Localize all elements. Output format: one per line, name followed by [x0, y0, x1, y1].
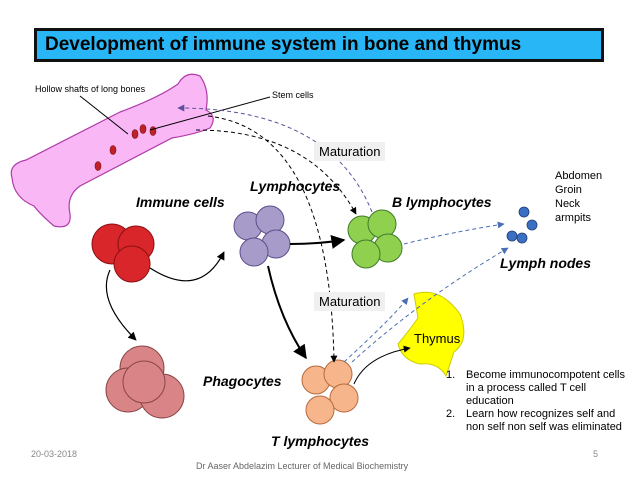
lymph-sites-list: Abdomen Groin Neck armpits	[555, 169, 602, 225]
label-phagocytes: Phagocytes	[203, 373, 282, 389]
thymus-steps-list: 1. Become immunocompotent cells in a pro…	[444, 369, 634, 434]
stem-cell	[139, 124, 147, 134]
t-lymphocytes-cluster	[301, 359, 359, 425]
stem-cell	[94, 161, 102, 171]
label-thymus: Thymus	[414, 331, 461, 346]
lymph-site: armpits	[555, 212, 592, 224]
label-immune-cells: Immune cells	[136, 194, 225, 210]
phagocytes-cluster	[105, 345, 185, 419]
lymph-site: Abdomen	[555, 170, 603, 182]
b-lymphocytes-cluster	[347, 209, 403, 269]
arrow-b-to-lymph-nodes	[403, 221, 505, 245]
lymphocytes-cluster	[233, 205, 291, 267]
footer-page-number: 5	[593, 449, 599, 459]
footer-author: Dr Aaser Abdelazim Lecturer of Medical B…	[196, 461, 409, 471]
arrow-lymphocytes-to-b	[289, 234, 346, 249]
label-maturation-bottom: Maturation	[314, 292, 386, 311]
stem-cell	[149, 126, 157, 136]
label-t-lymphocytes: T lymphocytes	[271, 433, 370, 449]
arrow-lymphocytes-to-t	[267, 265, 307, 360]
arrow-bone-to-b-maturation	[195, 129, 357, 215]
lymph-site: Groin	[555, 184, 582, 196]
thymus-shape	[397, 291, 465, 378]
label-maturation-top: Maturation	[314, 142, 386, 161]
hollow-shafts-pointer	[79, 95, 129, 135]
label-lymphocytes: Lymphocytes	[250, 178, 341, 194]
label-stem-cells: Stem cells	[272, 90, 314, 100]
arrow-immune-to-lymphocytes	[149, 251, 225, 282]
stem-cell	[109, 145, 117, 155]
step-number: 2.	[446, 408, 456, 420]
thymus-step: 1. Become immunocompotent cells in a pro…	[444, 369, 634, 408]
stem-cells-pointer	[149, 96, 271, 131]
footer-date: 20-03-2018	[31, 449, 78, 459]
arrow-t-to-lymph-nodes	[351, 247, 509, 363]
step-text: Become immunocompotent cells in a proces…	[466, 369, 625, 407]
page-title: Development of immune system in bone and…	[45, 34, 522, 55]
arrow-t-to-thymus	[353, 345, 411, 385]
lymph-site: Neck	[555, 198, 581, 210]
arrow-immune-to-phagocytes	[105, 269, 137, 341]
arrow-t-to-thymus-dashed	[343, 297, 409, 363]
label-b-lymphocytes: B lymphocytes	[392, 194, 492, 210]
arrow-b-to-bone	[177, 104, 373, 213]
step-text: Learn how recognizes self and non self n…	[466, 408, 622, 433]
immune-cells-cluster	[91, 223, 155, 283]
label-hollow-shafts: Hollow shafts of long bones	[35, 84, 146, 94]
thymus-step: 2. Learn how recognizes self and non sel…	[444, 408, 634, 434]
step-number: 1.	[446, 369, 456, 381]
lymph-nodes-group	[506, 206, 538, 244]
title-banner: Development of immune system in bone and…	[34, 28, 604, 62]
stem-cell	[131, 129, 139, 139]
label-lymph-nodes: Lymph nodes	[500, 255, 592, 271]
